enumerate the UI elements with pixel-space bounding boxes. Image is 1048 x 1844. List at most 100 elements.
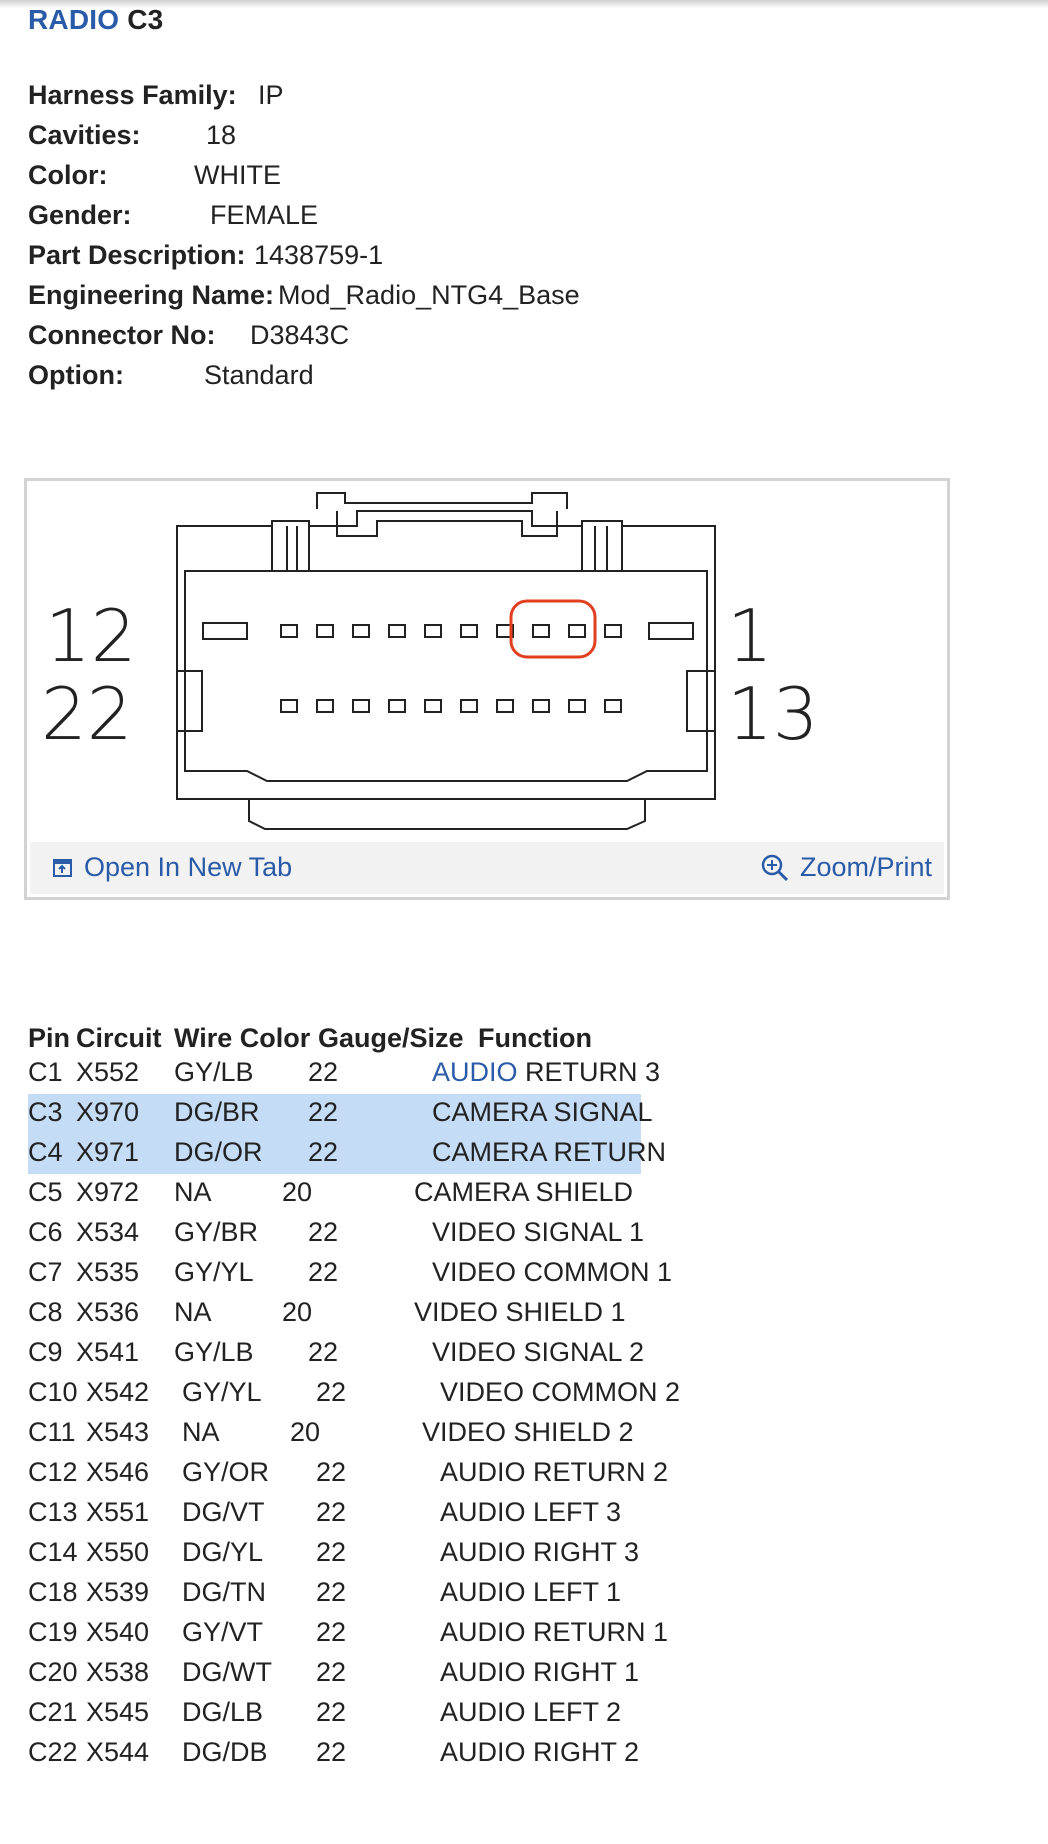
pin-cell: C10 xyxy=(28,1377,78,1407)
circuit-cell: X543 xyxy=(86,1417,150,1447)
bottom-pin-cavity xyxy=(388,699,406,713)
wire-color-cell: DG/LB xyxy=(182,1697,264,1727)
function-text: VIDEO SHIELD 1 xyxy=(414,1297,626,1327)
function-text: CAMERA SHIELD xyxy=(414,1177,634,1207)
property-label: Option: xyxy=(28,360,124,390)
wire-color-cell: DG/OR xyxy=(174,1137,263,1167)
gauge-cell: 20 xyxy=(282,1297,313,1327)
header-wire-color: Wire Color xyxy=(174,1023,311,1053)
top-pin-cavity xyxy=(568,624,586,638)
connector-drawing: 12 22 1 13 xyxy=(41,492,819,830)
pin-cell: C19 xyxy=(28,1617,78,1647)
wire-color-cell: DG/DB xyxy=(182,1737,268,1767)
property-value: FEMALE xyxy=(210,200,319,230)
zoom-print-label: Zoom/Print xyxy=(799,852,932,882)
top-pin-cavity xyxy=(280,624,298,638)
label-1: 1 xyxy=(727,594,773,678)
pin-cell: C4 xyxy=(28,1137,63,1167)
function-link[interactable]: AUDIO xyxy=(432,1057,518,1087)
function-cell: CAMERA SHIELD xyxy=(414,1177,633,1208)
gauge-cell: 22 xyxy=(316,1457,347,1487)
bottom-pin-cavity xyxy=(352,699,370,713)
gauge-cell: 22 xyxy=(316,1577,347,1607)
gauge-cell: 22 xyxy=(308,1137,339,1167)
left-end-slot xyxy=(202,622,248,640)
header-circuit: Circuit xyxy=(76,1023,162,1053)
pin-cell: C22 xyxy=(28,1737,78,1767)
property-label: Cavities: xyxy=(28,120,141,150)
property-label: Part Description: xyxy=(28,240,246,270)
bottom-pin-cavity xyxy=(280,699,298,713)
property-value: Mod_Radio_NTG4_Base xyxy=(278,280,580,310)
wire-color-cell: NA xyxy=(174,1177,212,1207)
circuit-cell: X536 xyxy=(76,1297,140,1327)
header-pin: Pin xyxy=(28,1023,71,1053)
circuit-cell: X546 xyxy=(86,1457,150,1487)
gauge-cell: 22 xyxy=(316,1497,347,1527)
gauge-cell: 22 xyxy=(316,1617,347,1647)
circuit-cell: X970 xyxy=(76,1097,140,1127)
pin-cell: C8 xyxy=(28,1297,63,1327)
header-gauge: Gauge/Size xyxy=(318,1023,464,1053)
connector-bottom-lip xyxy=(248,799,646,830)
function-text: VIDEO SIGNAL 1 xyxy=(432,1217,645,1247)
circuit-cell: X550 xyxy=(86,1537,150,1567)
pin-cell: C1 xyxy=(28,1057,63,1087)
right-clip xyxy=(686,670,715,732)
function-text: AUDIO RIGHT 3 xyxy=(440,1537,640,1567)
function-text: CAMERA RETURN xyxy=(432,1137,667,1167)
wire-color-cell: GY/VT xyxy=(182,1617,264,1647)
circuit-cell: X552 xyxy=(76,1057,140,1087)
property-label: Harness Family: xyxy=(28,80,237,110)
circuit-cell: X972 xyxy=(76,1177,140,1207)
function-cell: VIDEO COMMON 2 xyxy=(440,1377,680,1408)
function-text: RETURN 3 xyxy=(517,1057,661,1087)
bottom-pin-cavity xyxy=(460,699,478,713)
pin-cell: C21 xyxy=(28,1697,78,1727)
wire-color-cell: NA xyxy=(174,1297,212,1327)
right-end-slot xyxy=(648,622,694,640)
pin-cell: C20 xyxy=(28,1657,78,1687)
pin-cell: C7 xyxy=(28,1257,63,1287)
top-pin-cavity xyxy=(604,624,622,638)
gauge-cell: 22 xyxy=(308,1217,339,1247)
gauge-cell: 22 xyxy=(308,1097,339,1127)
top-pin-cavity xyxy=(460,624,478,638)
connector-inner-outline xyxy=(184,570,708,782)
circuit-cell: X542 xyxy=(86,1377,150,1407)
pin-cell: C6 xyxy=(28,1217,63,1247)
page-title: RADIO C3 xyxy=(28,4,163,36)
circuit-cell: X534 xyxy=(76,1217,140,1247)
function-cell: VIDEO SHIELD 1 xyxy=(414,1297,626,1328)
top-pin-cavity xyxy=(532,624,550,638)
open-in-new-tab-link[interactable]: Open In New Tab xyxy=(52,852,292,883)
bottom-pin-cavity xyxy=(424,699,442,713)
property-label: Gender: xyxy=(28,200,132,230)
function-cell: AUDIO RETURN 2 xyxy=(440,1457,668,1488)
function-cell: AUDIO RIGHT 1 xyxy=(440,1657,639,1688)
bottom-pin-cavity xyxy=(532,699,550,713)
left-clip xyxy=(177,670,203,732)
title-accent: RADIO xyxy=(28,4,120,35)
function-text: VIDEO COMMON 2 xyxy=(440,1377,681,1407)
left-post xyxy=(271,526,310,571)
gauge-cell: 22 xyxy=(308,1337,339,1367)
circuit-cell: X539 xyxy=(86,1577,150,1607)
circuit-cell: X971 xyxy=(76,1137,140,1167)
bottom-pin-cavity xyxy=(604,699,622,713)
property-value: D3843C xyxy=(250,320,350,350)
circuit-cell: X551 xyxy=(86,1497,150,1527)
gauge-cell: 22 xyxy=(316,1537,347,1567)
top-pin-row xyxy=(280,624,622,638)
function-cell: AUDIO RIGHT 2 xyxy=(440,1737,639,1768)
function-cell: AUDIO RIGHT 3 xyxy=(440,1537,639,1568)
pin-cell: C14 xyxy=(28,1537,78,1567)
property-label: Connector No: xyxy=(28,320,216,350)
function-text: CAMERA SIGNAL xyxy=(432,1097,653,1127)
function-cell: CAMERA RETURN xyxy=(432,1137,666,1168)
wire-color-cell: DG/TN xyxy=(182,1577,266,1607)
open-in-new-tab-label: Open In New Tab xyxy=(84,852,293,882)
zoom-print-link[interactable]: Zoom/Print xyxy=(760,852,932,883)
top-pin-cavity xyxy=(316,624,334,638)
open-external-icon xyxy=(53,858,72,877)
